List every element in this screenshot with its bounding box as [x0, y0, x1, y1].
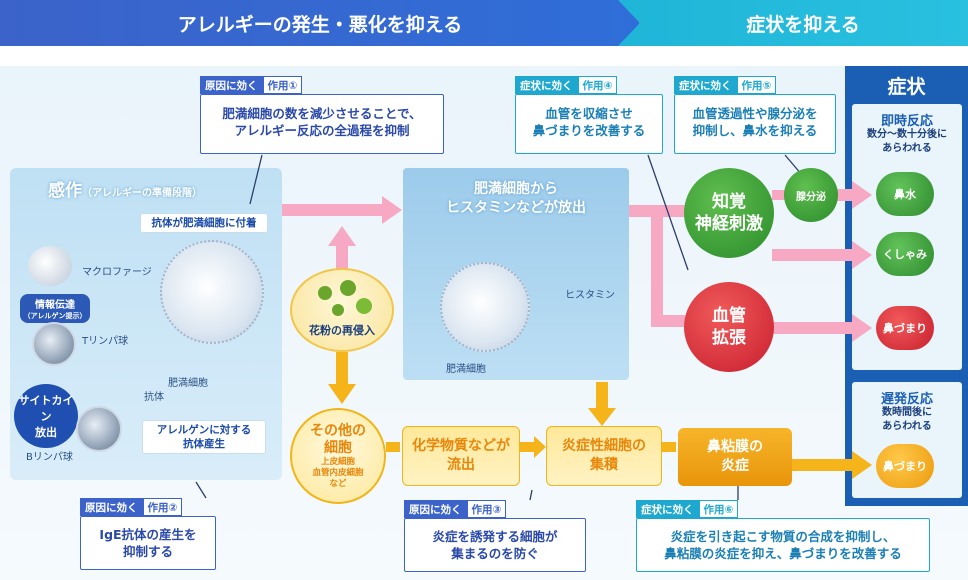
congestion-late-circle: 鼻づまり: [876, 444, 934, 488]
action-3-tag: 原因に効く作用③: [404, 500, 507, 518]
macrophage-illustration: [28, 246, 72, 286]
inflammatory-cells-box: 炎症性細胞の 集積: [546, 426, 662, 486]
b-cell-illustration: [76, 406, 122, 452]
action-5-callout: 血管透過性や腺分泌を 抑制し、鼻水を抑える: [674, 94, 836, 154]
sneeze-circle: くしゃみ: [876, 232, 934, 276]
antibody-label: 抗体: [144, 392, 164, 403]
macrophage-label: マクロファージ: [82, 267, 152, 278]
t-cell-illustration: [32, 322, 76, 366]
immediate-reaction-note: 数分～数十分後に あらわれる: [867, 129, 947, 154]
gland-secretion-circle: 腺分泌: [784, 168, 838, 222]
banner-symptom: 症状を抑える: [618, 0, 968, 46]
chemicals-box: 化学物質などが 流出: [402, 426, 520, 486]
action-4-callout: 血管を収縮させ 鼻づまりを改善する: [515, 94, 663, 154]
banner-prevent: アレルギーの発生・悪化を抑える: [0, 0, 640, 46]
sensitization-title: 感作（アレルギーの準備段階）: [48, 181, 202, 201]
immediate-reaction-title: 即時反応: [880, 114, 933, 129]
action-1-tag: 原因に効く作用①: [200, 76, 303, 94]
histamine-label: ヒスタミン: [565, 290, 615, 301]
action-1-callout: 肥満細胞の数を減少させることで、 アレルギー反応の全過程を抑制: [200, 94, 444, 154]
action-2-tag: 原因に効く作用②: [80, 498, 183, 516]
b-cell-label: Bリンパ球: [26, 452, 73, 463]
symptom-title: 症状: [887, 76, 926, 98]
vessel-dilation-circle: 血管 拡張: [684, 282, 774, 372]
other-cells-circle: その他の 細胞 上皮細胞 血管内皮細胞 など: [290, 408, 386, 504]
release-mast-cell-illustration: [440, 262, 530, 352]
pollen-grains: [310, 280, 378, 320]
mast-cell-illustration: [160, 240, 264, 344]
nerve-stimulation-circle: 知覚 神経刺激: [684, 168, 774, 258]
mucosa-inflammation-box: 鼻粘膜の 炎症: [678, 428, 792, 486]
t-cell-label: Tリンパ球: [82, 336, 129, 347]
pollen-reentry-circle: 花粉の再侵入: [290, 268, 394, 352]
congestion-circle: 鼻づまり: [876, 306, 934, 350]
action-4-tag: 症状に効く作用④: [515, 76, 618, 94]
action-6-tag: 症状に効く作用⑥: [636, 500, 739, 518]
antibody-production-label: アレルゲンに対する 抗体産生: [142, 420, 266, 454]
delayed-reaction-note: 数時間後に あらわれる: [882, 407, 932, 432]
cytokine-release-badge: サイトカイン 放出: [14, 384, 78, 448]
info-transfer-label: 情報伝達 （アレルゲン提示）: [20, 294, 90, 323]
release-mast-cell-label: 肥満細胞: [446, 364, 486, 375]
runny-nose-circle: 鼻水: [876, 172, 934, 216]
antibody-attach-label: 抗体が肥満細胞に付着: [140, 213, 268, 233]
mast-cell-label: 肥満細胞: [168, 378, 208, 389]
release-title: 肥満細胞から ヒスタミンなどが放出: [446, 181, 586, 216]
action-2-callout: IgE抗体の産生を 抑制する: [80, 516, 216, 570]
delayed-reaction-title: 遅発反応: [880, 392, 933, 407]
action-6-callout: 炎症を引き起こす物質の合成を抑制し、 鼻粘膜の炎症を抑え、鼻づまりを改善する: [636, 518, 930, 572]
action-5-tag: 症状に効く作用⑤: [674, 76, 777, 94]
action-3-callout: 炎症を誘発する細胞が 集まるのを防ぐ: [404, 518, 586, 572]
